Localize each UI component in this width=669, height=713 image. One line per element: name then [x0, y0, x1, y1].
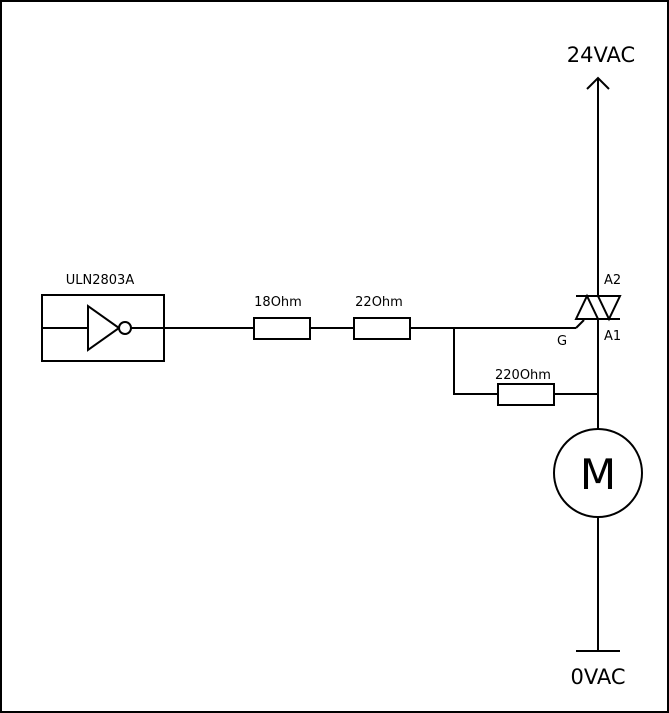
uln2803a-driver: [41, 294, 165, 362]
supply-terminal: [586, 76, 610, 296]
triac-symbol: [574, 293, 622, 322]
resistor-18ohm: [253, 317, 311, 340]
resistor-220ohm-label: 220Ohm: [495, 368, 551, 383]
inverter-symbol: [87, 304, 121, 352]
triac-gate-label: G: [557, 334, 567, 349]
triac-a2-label: A2: [604, 273, 621, 288]
resistor-22ohm: [353, 317, 411, 340]
ground-label: 0VAC: [570, 665, 625, 689]
driver-label: ULN2803A: [66, 273, 135, 288]
gate-lead: [575, 319, 585, 329]
resistor-18ohm-label: 18Ohm: [254, 295, 302, 310]
gate-pulldown-branch: [453, 328, 598, 406]
triac-a1-label: A1: [604, 329, 621, 344]
resistor-220ohm: [497, 383, 555, 406]
inverter-bubble: [118, 321, 132, 335]
resistor-22ohm-label: 22Ohm: [355, 295, 403, 310]
supply-label: 24VAC: [567, 43, 635, 67]
motor-label: M: [580, 450, 616, 499]
